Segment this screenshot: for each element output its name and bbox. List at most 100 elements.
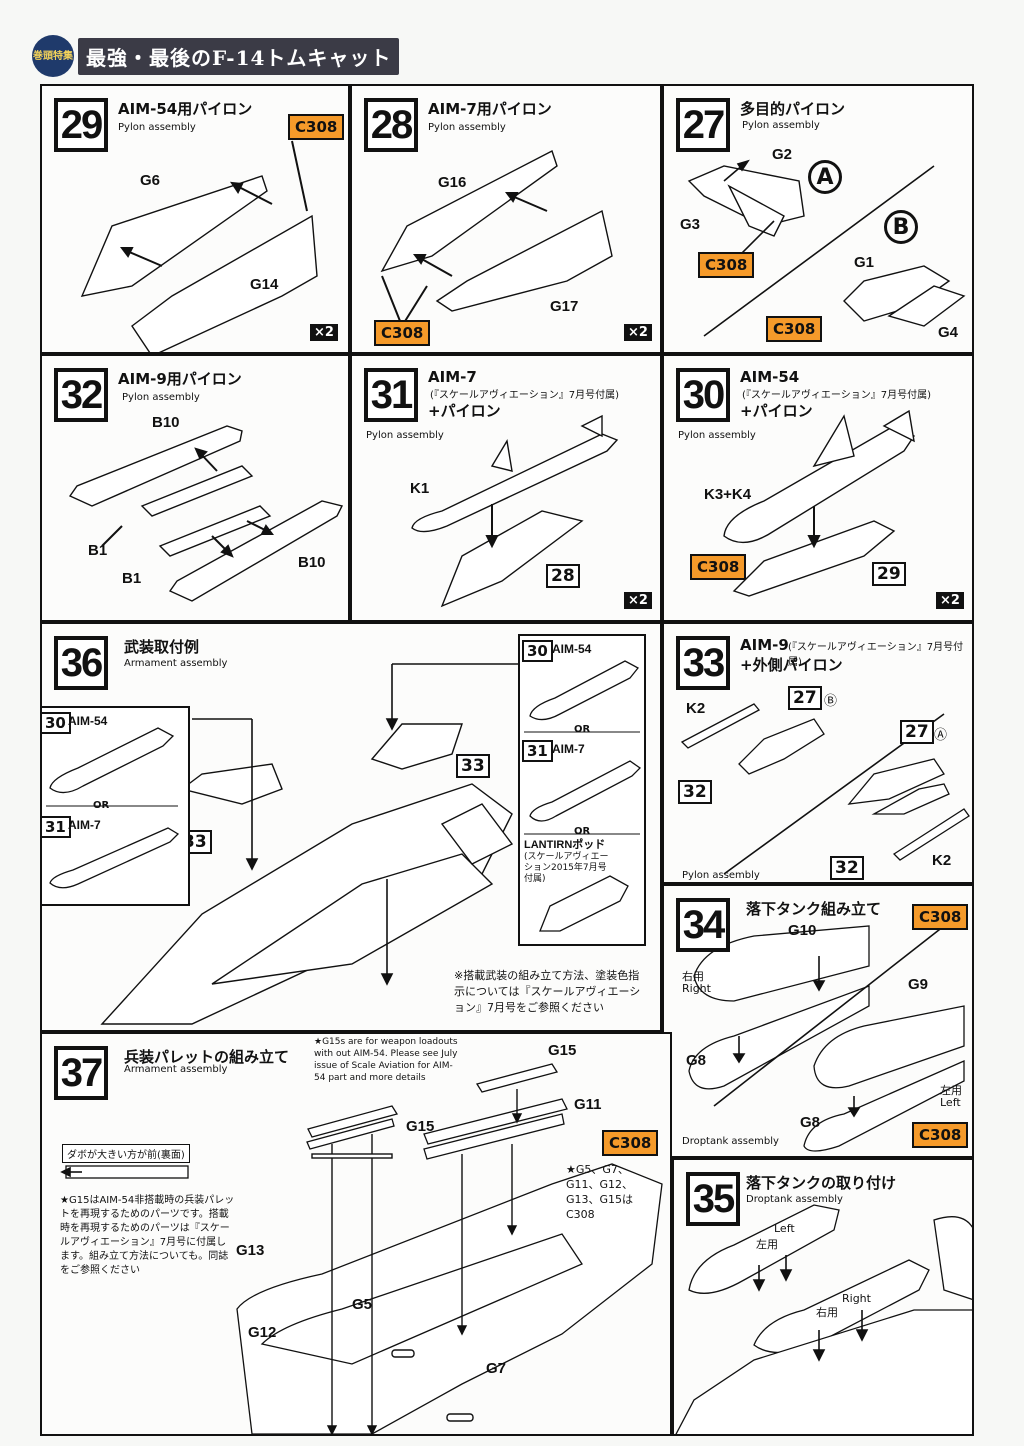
weapon-label: AIM-7 xyxy=(552,742,585,756)
step-28-panel: 28 AIM-7用パイロン Pylon assembly G16 G17 C30… xyxy=(350,84,662,354)
step-title: AIM-9 xyxy=(740,636,789,654)
page-header: 巻頭特集 最強・最後のF-14トムキャット xyxy=(32,34,400,78)
step-subtitle: Pylon assembly xyxy=(682,870,760,881)
part-label: K2 xyxy=(932,852,952,869)
ref-step-33-center: 33 xyxy=(456,754,490,778)
step-subtitle: Droptank assembly xyxy=(746,1194,843,1205)
step-number: 36 xyxy=(54,636,108,690)
step-title: 兵装パレットの組み立て xyxy=(124,1048,290,1066)
step-title: 落下タンク組み立て xyxy=(746,900,882,918)
part-label: G5 xyxy=(352,1296,373,1313)
part-label: B10 xyxy=(298,554,326,571)
step-title: AIM-54用パイロン xyxy=(118,100,253,118)
step-number: 27 xyxy=(676,98,730,152)
part-label: G1 xyxy=(854,254,875,271)
step-title-2: +パイロン xyxy=(428,402,501,420)
paint-badge: C308 xyxy=(288,114,345,140)
step-subtitle: Pylon assembly xyxy=(122,392,200,403)
feature-badge: 巻頭特集 xyxy=(32,35,74,77)
part-label: G4 xyxy=(938,324,959,341)
step-30-panel: 30 AIM-54 (『スケールアヴィエーション』7月号付属) +パイロン Py… xyxy=(662,354,974,622)
pylon-g16-g17-drawing xyxy=(380,150,613,327)
droptank-mounting-drawing xyxy=(675,1204,972,1434)
or-label: OR xyxy=(574,826,591,837)
step-number: 28 xyxy=(364,98,418,152)
step-title: AIM-7 xyxy=(428,368,477,386)
aim54-pylon-drawing xyxy=(723,409,916,597)
variant-a-mark: Ⓐ xyxy=(934,728,948,743)
part-label: G8 xyxy=(800,1114,821,1131)
part-label: K3+K4 xyxy=(704,486,752,503)
part-label: K2 xyxy=(686,700,706,717)
step-35-panel: 35 落下タンクの取り付け Droptank assembly Left 左用 … xyxy=(672,1158,974,1436)
step-number: 31 xyxy=(364,368,418,422)
step-subtitle: Pylon assembly xyxy=(678,430,756,441)
part-label: G9 xyxy=(908,976,929,993)
step-27-panel: 27 多目的パイロン Pylon assembly G2 G3 G1 G4 A … xyxy=(662,84,974,354)
pylon-g6-g14-drawing xyxy=(80,140,318,352)
step-37-panel: 37 兵装パレットの組み立て Armament assembly ★G15s a… xyxy=(40,1032,672,1436)
part-label: G10 xyxy=(788,922,817,939)
paint-badge: C308 xyxy=(690,554,747,580)
paint-badge-b: C308 xyxy=(766,316,823,342)
orientation-label: ダボが大きい方が前(裏面) xyxy=(62,1144,190,1163)
step-subtitle: Droptank assembly xyxy=(682,1136,779,1147)
step-32-panel: 32 AIM-9用パイロン Pylon assembly B10 B1 B1 B… xyxy=(40,354,350,622)
quantity-badge: ×2 xyxy=(624,592,652,609)
part-label: G8 xyxy=(686,1052,707,1069)
right-label-en: Right xyxy=(842,1292,871,1305)
part-label: G2 xyxy=(772,146,793,163)
paint-badge-top: C308 xyxy=(912,904,969,930)
step-34-panel: 34 落下タンク組み立て G10 C308 右用 Right G9 G8 左用 … xyxy=(662,884,974,1158)
step-33-panel: 33 AIM-9 (『スケールアヴィエーション』7月号付属) +外側パイロン K… xyxy=(662,622,974,884)
left-label-jp: 左用 xyxy=(940,1084,962,1097)
ref-step-31: 31 xyxy=(522,740,553,762)
step-31-panel: 31 AIM-7 (『スケールアヴィエーション』7月号付属) +パイロン Pyl… xyxy=(350,354,662,622)
step-title: AIM-54 xyxy=(740,368,800,386)
part-label: G3 xyxy=(680,216,701,233)
left-label-jp: 左用 xyxy=(756,1238,778,1251)
step-title: 多目的パイロン xyxy=(740,100,846,118)
step-subtitle: Pylon assembly xyxy=(118,122,196,133)
step-number: 30 xyxy=(676,368,730,422)
ref-step-30: 30 xyxy=(42,712,71,734)
aim9-outer-pylon-drawing xyxy=(680,703,970,875)
step-title: AIM-7用パイロン xyxy=(428,100,552,118)
part-label: G15 xyxy=(548,1042,577,1059)
step-number: 29 xyxy=(54,98,108,152)
part-label: G14 xyxy=(250,276,279,293)
feature-title: 最強・最後のF-14トムキャット xyxy=(78,37,400,75)
step-title: 落下タンクの取り付け xyxy=(746,1174,897,1192)
ref-step-29: 29 xyxy=(872,562,906,586)
or-label: OR xyxy=(574,724,591,735)
paint-note: ★G5、G7、G11、G12、G13、G15はC308 xyxy=(566,1163,634,1221)
part-label: G13 xyxy=(236,1242,265,1259)
quantity-badge: ×2 xyxy=(936,592,964,609)
variant-a-mark: A xyxy=(808,160,842,194)
right-label-jp: 右用 xyxy=(816,1306,838,1319)
weapon-label: AIM-7 xyxy=(68,818,101,832)
english-note: ★G15s are for weapon loadouts with out A… xyxy=(314,1037,458,1083)
aim7-pylon-drawing xyxy=(411,414,619,608)
step-number: 34 xyxy=(676,898,730,952)
ref-step-28: 28 xyxy=(546,564,580,588)
step-number: 35 xyxy=(686,1172,740,1226)
ref-step-27b: 27 xyxy=(788,686,822,710)
ref-step-31: 31 xyxy=(42,816,71,838)
part-label: B10 xyxy=(152,414,180,431)
part-label: G12 xyxy=(248,1324,277,1341)
paint-badge-a: C308 xyxy=(698,252,755,278)
armament-pallet-drawing xyxy=(60,1063,663,1434)
inset-weapons-drawing xyxy=(524,660,642,932)
step-number: 33 xyxy=(676,636,730,690)
part-label: B1 xyxy=(88,542,108,559)
right-weapon-inset: 30 AIM-54 OR 31 AIM-7 OR LANTIRNポッド (スケー… xyxy=(518,634,646,946)
paint-badge: C308 xyxy=(602,1130,659,1156)
part-label: G7 xyxy=(486,1360,507,1377)
quantity-badge: ×2 xyxy=(310,324,338,341)
quantity-badge: ×2 xyxy=(624,324,652,341)
ref-step-30: 30 xyxy=(522,640,553,662)
variant-b-mark: Ⓑ xyxy=(824,694,838,709)
lantirn-source-note: (スケールアヴィエーション2015年7月号付属) xyxy=(524,852,609,884)
weapon-label: AIM-54 xyxy=(552,642,592,656)
